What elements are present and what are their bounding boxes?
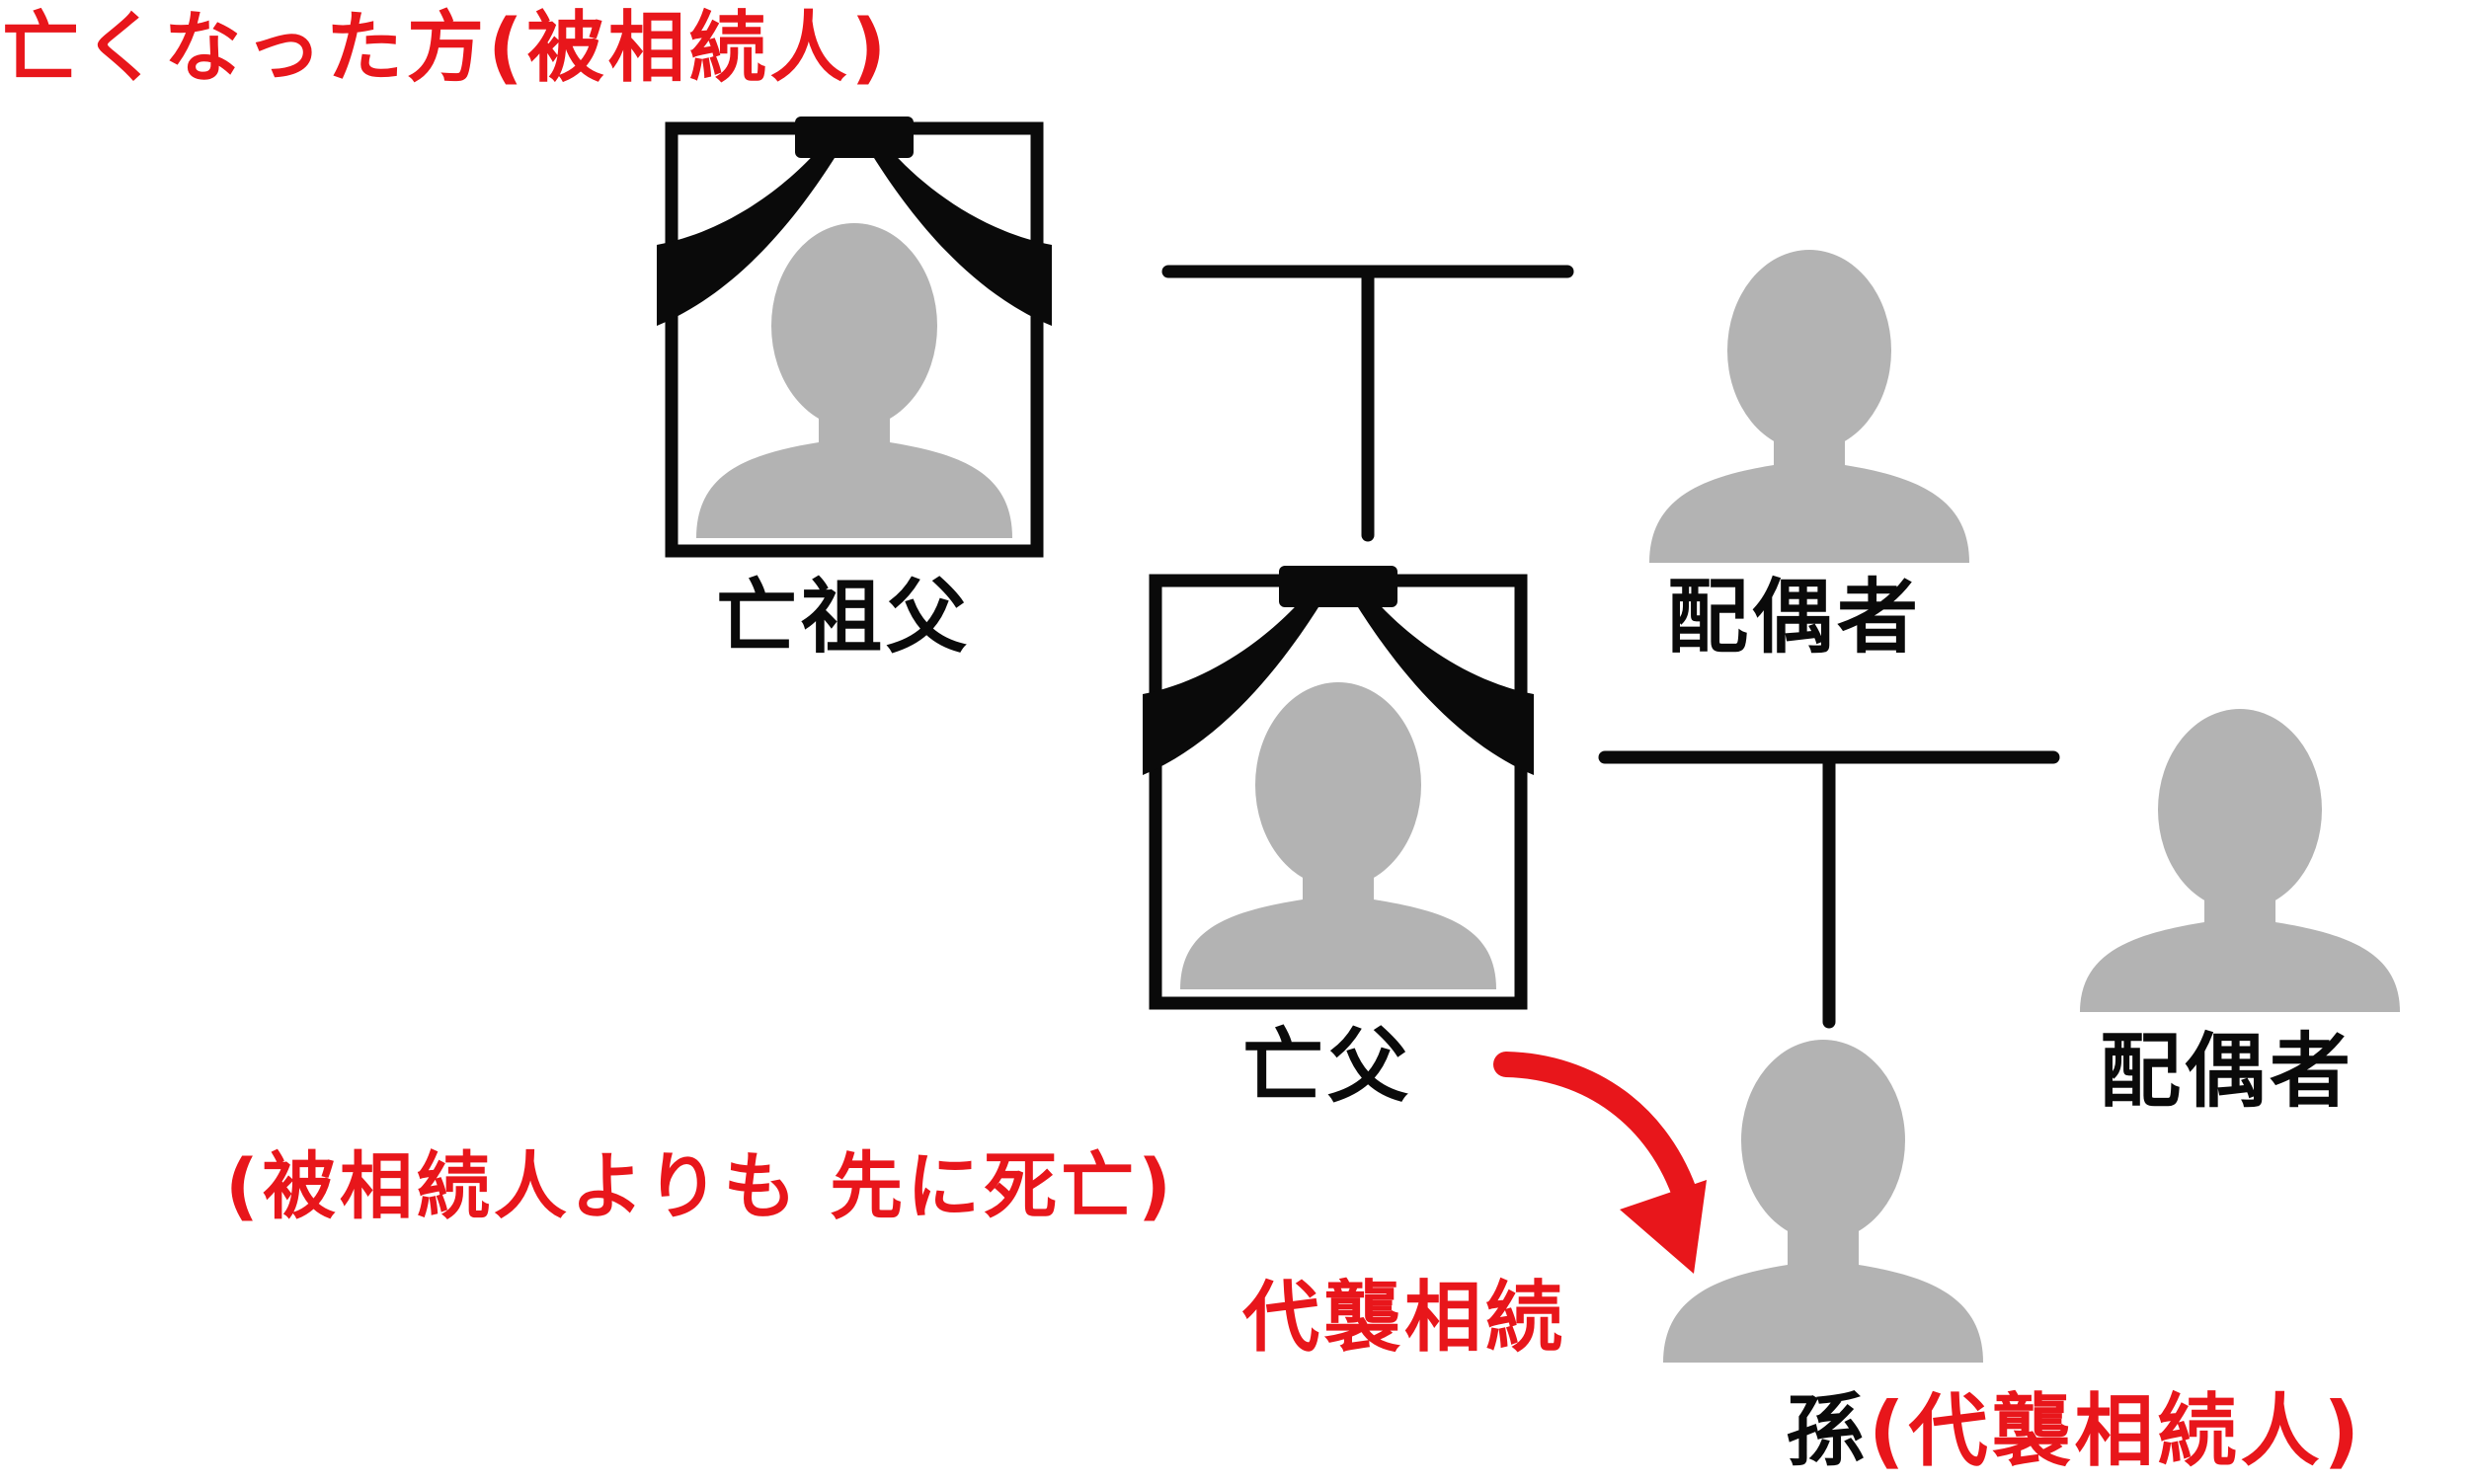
grandchild-label-group: 孫(代襲相続人) bbox=[1786, 1392, 2363, 1471]
grandchild-silhouette bbox=[1663, 1040, 1983, 1363]
grandchild-label: 孫 bbox=[1786, 1385, 1869, 1477]
grandfather-spouse-label: 配偶者 bbox=[1667, 571, 1923, 664]
succession-arrow-icon bbox=[1493, 1052, 1707, 1274]
mourning-ribbon-icon bbox=[657, 117, 1052, 326]
grandfather-portrait bbox=[657, 117, 1052, 558]
succession-label: 代襲相続 bbox=[1242, 1274, 1567, 1363]
father-spouse-silhouette bbox=[2080, 709, 2400, 1012]
father-label: 亡父 bbox=[1242, 1020, 1413, 1114]
marriage-line-grandparents bbox=[1161, 265, 1574, 542]
father-spouse-label: 配偶者 bbox=[2100, 1025, 2355, 1119]
grandfather-spouse-silhouette bbox=[1649, 250, 1969, 563]
father-note: (被相続人よりも 先に死亡) bbox=[225, 1144, 1175, 1229]
grandfather-label: 亡祖父 bbox=[716, 571, 972, 664]
marriage-line-parents bbox=[1598, 750, 2060, 1029]
page-title: 亡くなった方(被相続人) bbox=[2, 4, 891, 93]
grandchild-role: (代襲相続人) bbox=[1869, 1385, 2364, 1477]
father-portrait bbox=[1143, 566, 1534, 1010]
mourning-ribbon-icon bbox=[1143, 566, 1534, 775]
